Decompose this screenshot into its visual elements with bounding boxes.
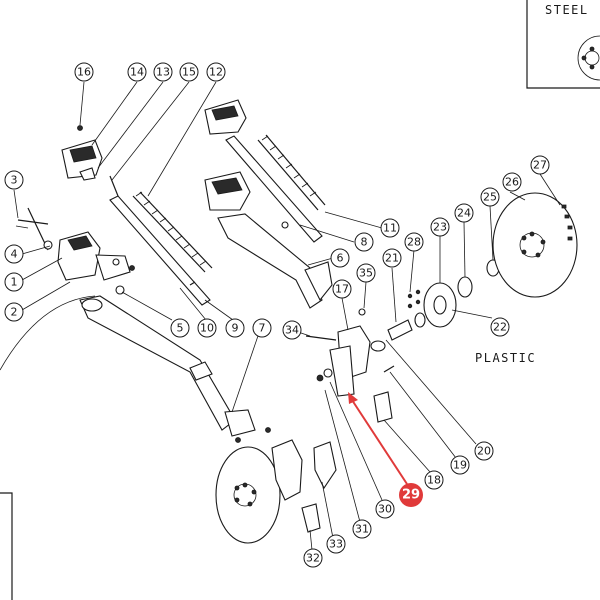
callout-3: 3 — [4, 170, 24, 190]
callout-22: 22 — [490, 317, 510, 337]
svg-text:33: 33 — [329, 538, 343, 551]
svg-text:18: 18 — [427, 474, 441, 487]
arc-line — [0, 295, 96, 371]
rod-right — [225, 135, 323, 243]
svg-text:6: 6 — [337, 252, 344, 265]
svg-text:15: 15 — [182, 66, 196, 79]
spring-right — [257, 134, 326, 211]
callout-16: 16 — [74, 62, 94, 82]
svg-text:31: 31 — [355, 523, 369, 536]
svg-text:27: 27 — [533, 159, 547, 172]
callout-21: 21 — [382, 248, 402, 268]
upper-left-seat-assembly — [61, 125, 119, 197]
callout-6: 6 — [330, 248, 350, 268]
callout-26: 26 — [502, 172, 522, 192]
callout-8: 8 — [354, 232, 374, 252]
svg-text:2: 2 — [11, 306, 18, 319]
callout-28: 28 — [404, 232, 424, 252]
callout-25: 25 — [480, 187, 500, 207]
callout-19: 19 — [450, 455, 470, 475]
disc-upper — [492, 192, 578, 298]
left-bracket-assembly — [17, 207, 135, 295]
bracket-assembly-17 — [305, 308, 386, 397]
right-arm — [217, 213, 333, 309]
steel-inset-box: STEEL — [526, 0, 600, 89]
svg-text:24: 24 — [457, 207, 471, 220]
spring-left — [132, 191, 213, 273]
callout-9: 9 — [225, 318, 245, 338]
callout-15: 15 — [179, 62, 199, 82]
svg-text:34: 34 — [285, 324, 299, 337]
callout-14: 14 — [127, 62, 147, 82]
callout-34: 34 — [282, 320, 302, 340]
svg-text:30: 30 — [378, 503, 392, 516]
svg-text:17: 17 — [335, 283, 349, 296]
svg-text:5: 5 — [177, 322, 184, 335]
plastic-label: PLASTIC — [475, 351, 536, 365]
callout-23: 23 — [430, 217, 450, 237]
highlight-arrow — [348, 392, 408, 485]
callout-17: 17 — [332, 279, 352, 299]
svg-text:21: 21 — [385, 252, 399, 265]
callout-5: 5 — [170, 318, 190, 338]
callout-35: 35 — [356, 263, 376, 283]
rod-left — [109, 195, 211, 306]
upper-right-seat-assembly — [204, 99, 251, 211]
callout-1: 1 — [4, 272, 24, 292]
svg-text:26: 26 — [505, 176, 519, 189]
svg-text:32: 32 — [306, 552, 320, 565]
callout-24: 24 — [454, 203, 474, 223]
hub-assembly — [387, 259, 500, 341]
svg-text:14: 14 — [130, 66, 144, 79]
svg-text:25: 25 — [483, 191, 497, 204]
svg-text:35: 35 — [359, 267, 373, 280]
callout-18: 18 — [424, 470, 444, 490]
callout-27: 27 — [530, 155, 550, 175]
svg-text:19: 19 — [453, 459, 467, 472]
svg-text:3: 3 — [11, 174, 18, 187]
svg-text:10: 10 — [200, 322, 214, 335]
svg-text:28: 28 — [407, 236, 421, 249]
callout-2: 2 — [4, 302, 24, 322]
svg-text:11: 11 — [383, 222, 397, 235]
callout-11: 11 — [380, 218, 400, 238]
callout-4: 4 — [4, 244, 24, 264]
callout-29-highlight: 29 — [399, 483, 423, 507]
callout-30: 30 — [375, 499, 395, 519]
svg-text:16: 16 — [77, 66, 91, 79]
callout-31: 31 — [352, 519, 372, 539]
callout-33: 33 — [326, 534, 346, 554]
lower-left-inset-box — [0, 492, 13, 600]
svg-text:20: 20 — [477, 445, 491, 458]
svg-text:7: 7 — [259, 322, 266, 335]
callout-20: 20 — [474, 441, 494, 461]
disc-lower — [215, 427, 337, 544]
svg-text:12: 12 — [209, 66, 223, 79]
svg-text:23: 23 — [433, 221, 447, 234]
callout-7: 7 — [252, 318, 272, 338]
callout-32: 32 — [303, 548, 323, 568]
steel-label: STEEL — [545, 3, 589, 17]
callout-13: 13 — [153, 62, 173, 82]
svg-text:1: 1 — [11, 276, 18, 289]
callout-10: 10 — [197, 318, 217, 338]
svg-text:8: 8 — [361, 236, 368, 249]
svg-text:13: 13 — [156, 66, 170, 79]
main-arm — [79, 295, 256, 437]
scraper-parts — [373, 365, 395, 423]
svg-text:4: 4 — [11, 248, 18, 261]
callout-12: 12 — [206, 62, 226, 82]
svg-text:9: 9 — [232, 322, 239, 335]
svg-text:29: 29 — [402, 488, 420, 503]
svg-text:22: 22 — [493, 321, 507, 334]
leader-lines — [13, 81, 561, 551]
